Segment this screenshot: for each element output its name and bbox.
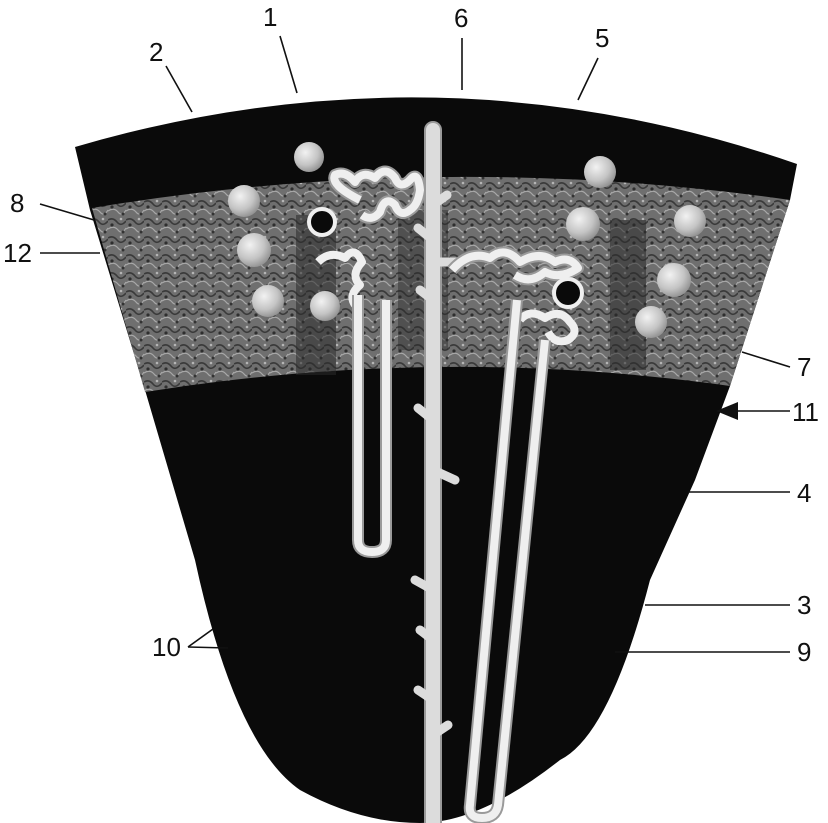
glomerulus — [294, 142, 324, 172]
callout-4: 4 — [797, 478, 811, 508]
callout-5: 5 — [595, 23, 609, 53]
glomerulus — [584, 156, 616, 188]
leader-line-5 — [578, 58, 598, 100]
callout-9: 9 — [797, 637, 811, 667]
callout-12: 12 — [3, 238, 32, 268]
callout-1: 1 — [263, 2, 277, 32]
glomerulus — [310, 291, 340, 321]
callout-10: 10 — [152, 632, 181, 662]
glomerulus — [566, 207, 600, 241]
glomerulus — [635, 306, 667, 338]
leader-line-1 — [280, 36, 297, 93]
leader-line-10a — [188, 629, 213, 647]
callout-8: 8 — [10, 188, 24, 218]
callout-2: 2 — [149, 37, 163, 67]
leader-line-2 — [166, 66, 192, 112]
medullary-ray-right — [610, 220, 646, 370]
callout-6: 6 — [454, 3, 468, 33]
callout-3: 3 — [797, 590, 811, 620]
callout-11: 11 — [792, 397, 819, 427]
leader-line-8 — [40, 204, 94, 220]
glomerulus — [252, 285, 284, 317]
leader-line-10b — [188, 647, 228, 648]
glomerulus — [657, 263, 691, 297]
leader-line-7 — [742, 352, 790, 367]
glomerulus — [674, 205, 706, 237]
glomerulus — [237, 233, 271, 267]
callout-7: 7 — [797, 352, 811, 382]
glomerulus — [228, 185, 260, 217]
